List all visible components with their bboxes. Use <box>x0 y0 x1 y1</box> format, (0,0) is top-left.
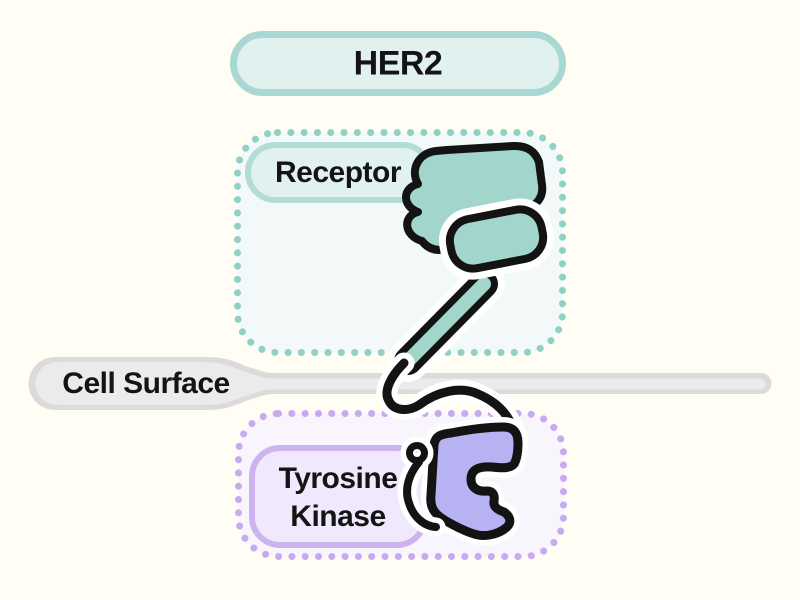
receptor-label: Receptor <box>274 156 402 189</box>
tyrosine-kinase-label: Tyrosine Kinase <box>279 460 398 536</box>
receptor-lower-lobe <box>445 205 548 273</box>
kinase-pigtail-tail <box>403 458 440 531</box>
her2-title-pill <box>230 31 566 96</box>
cell-surface-label: Cell Surface <box>62 367 230 400</box>
tyrosine-kinase-label-line2: Kinase <box>290 500 386 533</box>
receptor-rod <box>401 277 491 368</box>
tyrosine-kinase-label-line1: Tyrosine <box>278 462 398 495</box>
her2-title-label: HER2 <box>353 44 443 83</box>
kinase-domain <box>426 422 523 540</box>
receptor-upper-lobe <box>402 141 547 254</box>
